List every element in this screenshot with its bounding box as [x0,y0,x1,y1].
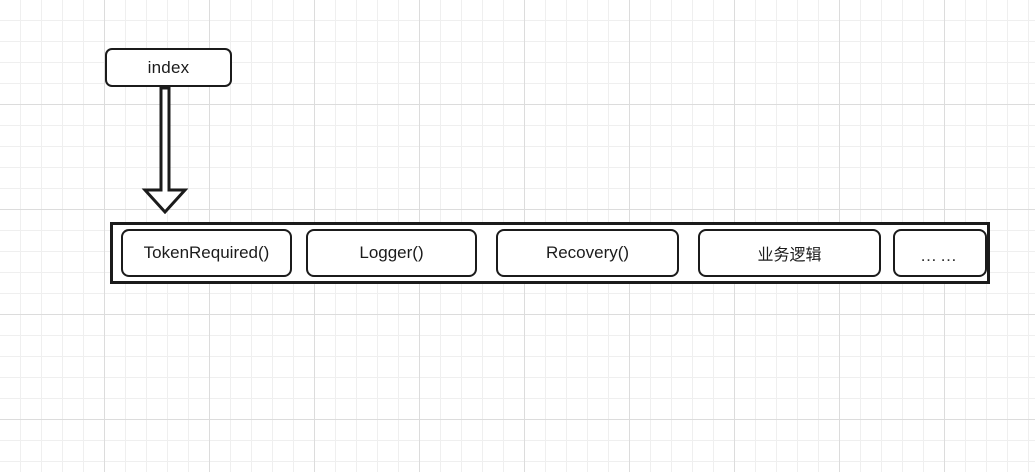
chain-item-label: TokenRequired() [143,243,270,262]
middleware-chain-list: TokenRequired() Logger() Recovery() 业务逻辑… [113,225,987,281]
chain-item-recovery[interactable]: Recovery() [496,229,679,277]
chain-item-label: 业务逻辑 [757,245,822,264]
chain-item-logger[interactable]: Logger() [306,229,477,277]
chain-item-label: Logger() [359,243,424,262]
chain-item-ellipsis[interactable]: …… [893,229,987,277]
chain-item-business-logic[interactable]: 业务逻辑 [698,229,881,277]
node-index-label: index [147,57,190,77]
chain-item-token-required[interactable]: TokenRequired() [121,229,292,277]
chain-item-label: …… [920,246,960,265]
node-index[interactable]: index [105,48,232,87]
down-block-arrow [141,86,189,214]
down-block-arrow-shape [141,86,189,214]
chain-item-label: Recovery() [545,243,630,262]
middleware-chain-container: TokenRequired() Logger() Recovery() 业务逻辑… [110,222,990,284]
